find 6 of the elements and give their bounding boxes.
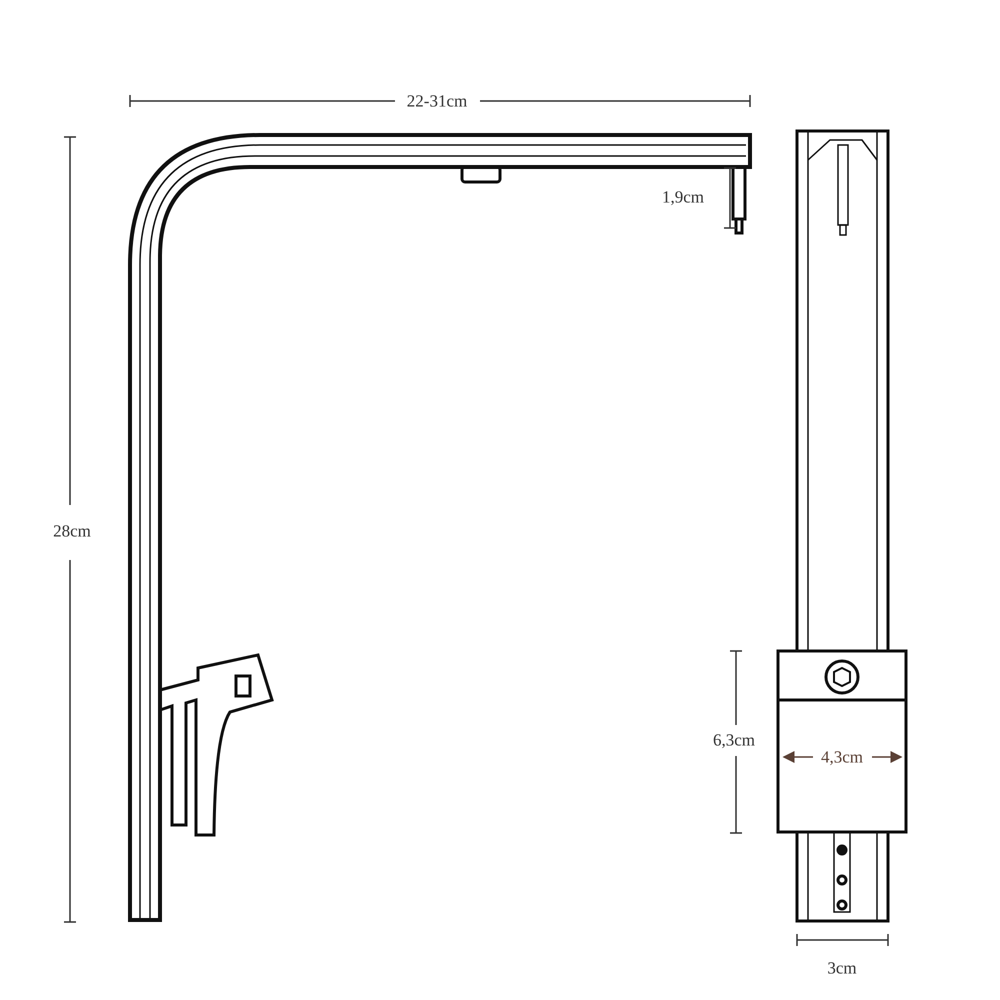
dimension-label: 22-31cm [406,92,468,110]
dimension-label: 4,3cm [820,748,864,766]
dimension-label: 3cm [827,960,857,976]
dimension-label: 1,9cm [662,188,704,206]
dimension-label: 6,3cm [712,732,756,748]
dimension-label: 28cm [53,522,91,540]
